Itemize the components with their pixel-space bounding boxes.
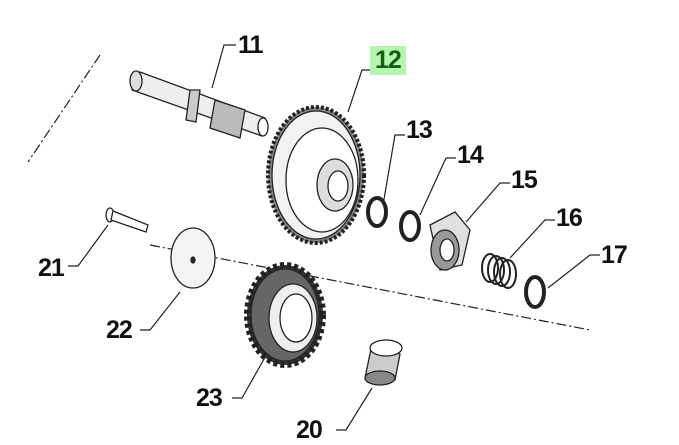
part-22-disc — [170, 227, 216, 289]
part-17-washer — [524, 275, 546, 309]
part-11-shaft — [129, 70, 269, 139]
callout-16[interactable]: 16 — [556, 204, 583, 232]
part-23-sprocket — [244, 262, 326, 368]
callout-22[interactable]: 22 — [106, 316, 133, 344]
callout-13[interactable]: 13 — [406, 116, 433, 144]
callout-15[interactable]: 15 — [511, 166, 538, 194]
callout-11[interactable]: 11 — [238, 31, 263, 59]
axis-line-lower — [149, 244, 591, 331]
part-21-screw — [105, 207, 149, 233]
part-20-bushing — [364, 339, 403, 386]
callout-21[interactable]: 21 — [38, 254, 65, 282]
callout-20[interactable]: 20 — [296, 416, 323, 444]
callout-23[interactable]: 23 — [196, 384, 223, 412]
callout-12-highlighted[interactable]: 12 — [370, 46, 406, 75]
callout-17[interactable]: 17 — [601, 241, 628, 269]
axis-line-upper — [27, 54, 101, 163]
part-16-spring — [481, 253, 517, 289]
part-12-gear — [266, 105, 366, 245]
part-13-washer — [366, 196, 388, 228]
callout-14[interactable]: 14 — [457, 141, 484, 169]
part-14-circlip — [399, 210, 421, 242]
part-15-collar — [429, 211, 471, 271]
